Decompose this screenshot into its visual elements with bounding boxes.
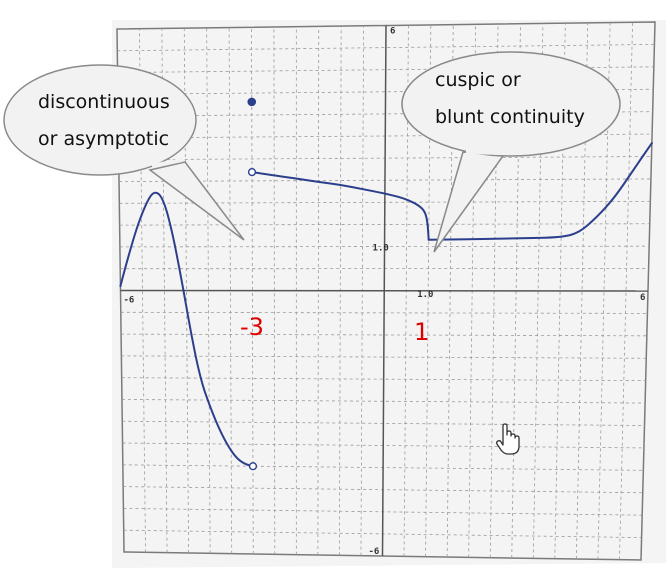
grid-line-horizontal (120, 311, 648, 314)
hand-cursor-icon (496, 423, 520, 455)
curve-piece-2 (251, 171, 430, 241)
curve-piece-1 (119, 191, 254, 468)
callout-left-pointer (148, 161, 245, 241)
y-tick-label: 1.0 (373, 244, 389, 254)
filled-point-1 (247, 97, 257, 107)
curve-piece-3 (427, 142, 653, 241)
y-max-label: 6 (390, 27, 395, 37)
callout-left-line-2: or asymptotic (38, 128, 170, 150)
grid-line-vertical (273, 26, 276, 555)
grid-line-vertical (228, 27, 233, 554)
callout-right (401, 51, 621, 253)
callout-left (3, 64, 245, 241)
annotation-label-neg3: -3 (240, 313, 264, 341)
function-curves (119, 142, 653, 468)
y-axis (381, 25, 387, 557)
callout-right-bubble (401, 51, 621, 157)
callout-left-text: discontinuous or asymptotic (38, 84, 170, 158)
x-max-label: 6 (640, 293, 645, 303)
callout-left-bubble (3, 64, 197, 176)
endpoint-markers (247, 97, 258, 471)
tick-labels: -6 6 6 -6 1.0 1.0 (124, 27, 646, 558)
open-point-2 (247, 168, 257, 177)
callout-right-line-2: blunt continuity (435, 106, 585, 128)
x-min-label: -6 (124, 296, 135, 306)
open-point-3 (248, 462, 258, 471)
y-min-label: -6 (369, 547, 380, 557)
callout-left-line-1: discontinuous (38, 91, 170, 113)
callout-right-text: cuspic or blunt continuity (435, 62, 585, 136)
x-tick-label: 1.0 (417, 290, 433, 300)
axes (120, 25, 649, 557)
annotation-label-1: 1 (414, 318, 430, 346)
callout-right-line-1: cuspic or (435, 69, 521, 91)
